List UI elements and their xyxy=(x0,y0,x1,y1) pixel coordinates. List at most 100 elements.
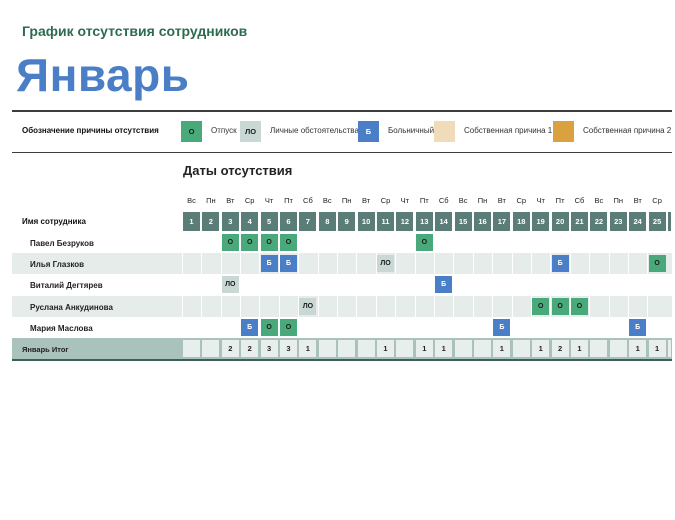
cell-separator xyxy=(589,295,591,317)
table-row xyxy=(12,317,672,338)
absence-cell[interactable]: О xyxy=(571,297,588,315)
day-header-cell: 19 xyxy=(532,212,550,231)
cell-separator xyxy=(259,253,261,275)
weekday-label: Вс xyxy=(594,196,604,205)
cell-separator xyxy=(628,295,629,317)
legend-swatch-4 xyxy=(434,121,455,142)
day-header-cell: 23 xyxy=(609,212,627,231)
cell-separator xyxy=(375,253,377,275)
employee-name-header: Имя сотрудника xyxy=(22,217,86,226)
absence-cell[interactable]: О xyxy=(241,234,259,251)
weekday-label: Ср xyxy=(244,196,255,205)
dates-title: Даты отсутствия xyxy=(183,163,293,178)
weekday-label: Вс xyxy=(322,196,332,205)
weekday-label: Ср xyxy=(516,196,527,205)
weekday-label: Пт xyxy=(419,196,429,205)
total-cell: 2 xyxy=(221,340,239,357)
cell-separator xyxy=(278,295,280,317)
table-row xyxy=(12,295,672,317)
cell-separator xyxy=(589,253,591,275)
cell-separator xyxy=(356,295,358,317)
absence-cell[interactable]: О xyxy=(280,234,297,251)
cell-separator xyxy=(181,253,183,275)
cell-separator xyxy=(569,295,571,317)
weekday-label: Вс xyxy=(458,196,468,205)
cell-separator xyxy=(550,295,552,317)
employee-name: Илья Глазков xyxy=(30,260,85,270)
table-row xyxy=(12,274,672,295)
absence-cell[interactable]: ЛО xyxy=(299,297,317,315)
absence-cell[interactable]: О xyxy=(551,297,569,315)
weekday-label: Чт xyxy=(264,196,274,205)
weekday-label: Вт xyxy=(361,196,371,205)
weekday-label: Чт xyxy=(536,196,545,205)
cell-separator xyxy=(317,253,319,275)
total-cell xyxy=(183,340,200,357)
weekday-label: Пт xyxy=(284,196,293,205)
day-header-cell: 1 xyxy=(183,212,200,231)
absence-cell[interactable]: ЛО xyxy=(221,276,239,294)
day-header-cell: 6 xyxy=(280,212,297,231)
totals-label: Январь Итог xyxy=(22,345,69,354)
legend-swatch-3: Б xyxy=(358,121,379,142)
absence-cell[interactable]: Б xyxy=(493,318,511,336)
absence-cell[interactable]: Б xyxy=(241,318,259,336)
cell-separator xyxy=(356,253,358,275)
total-cell xyxy=(338,340,356,357)
absence-cell[interactable]: О xyxy=(260,234,278,251)
day-header-cell: 15 xyxy=(454,212,472,231)
absence-cell[interactable]: ЛО xyxy=(377,255,394,273)
absence-cell[interactable]: О xyxy=(648,255,666,273)
day-header-cell: 2 xyxy=(202,212,220,231)
weekday-label: Ср xyxy=(380,196,391,205)
total-cell: 1 xyxy=(299,340,317,357)
day-header-cell: 20 xyxy=(551,212,569,231)
table-row xyxy=(12,253,672,275)
total-cell: 3 xyxy=(280,340,297,357)
absence-cell[interactable]: Б xyxy=(280,255,297,273)
weekday-label: Сб xyxy=(438,196,449,205)
absence-cell[interactable]: О xyxy=(532,297,550,315)
cell-separator xyxy=(414,295,416,317)
total-cell: 1 xyxy=(493,340,511,357)
absence-cell[interactable]: Б xyxy=(435,276,453,294)
cell-separator xyxy=(608,253,610,275)
legend-label-1: Отпуск xyxy=(211,126,237,135)
cell-separator xyxy=(492,295,494,317)
day-header-cell: 17 xyxy=(493,212,511,231)
cell-separator xyxy=(201,253,203,275)
day-header-cell: 7 xyxy=(299,212,317,231)
legend-title: Обозначение причины отсутствия xyxy=(22,126,159,135)
employee-name: Виталий Дегтярев xyxy=(30,281,103,291)
cell-separator xyxy=(395,253,397,275)
cell-separator xyxy=(240,253,241,275)
absence-cell[interactable]: Б xyxy=(629,318,647,336)
cell-separator xyxy=(453,253,455,275)
absence-cell[interactable]: О xyxy=(221,234,239,251)
cell-separator xyxy=(337,295,338,317)
total-cell: 1 xyxy=(648,340,666,357)
absence-cell[interactable]: Б xyxy=(551,255,569,273)
totals-rule xyxy=(12,359,672,361)
weekday-label: Чт xyxy=(400,196,410,205)
total-cell xyxy=(202,340,220,357)
cell-separator xyxy=(317,295,319,317)
cell-separator xyxy=(375,295,377,317)
weekday-label: Вт xyxy=(226,196,235,205)
absence-cell[interactable]: О xyxy=(260,318,278,336)
day-header-cell: 12 xyxy=(396,212,414,231)
total-cell xyxy=(357,340,375,357)
absence-cell[interactable]: О xyxy=(280,318,297,336)
cell-separator xyxy=(240,295,241,317)
cell-separator xyxy=(647,253,649,275)
legend-swatch-5 xyxy=(553,121,574,142)
absence-cell[interactable]: Б xyxy=(260,255,278,273)
total-cell xyxy=(590,340,608,357)
day-header-cell: 11 xyxy=(377,212,394,231)
absence-cell[interactable]: О xyxy=(415,234,433,251)
total-cell: 1 xyxy=(571,340,588,357)
day-header-cell: 5 xyxy=(260,212,278,231)
day-header-cell: 22 xyxy=(590,212,608,231)
cell-separator xyxy=(434,295,435,317)
